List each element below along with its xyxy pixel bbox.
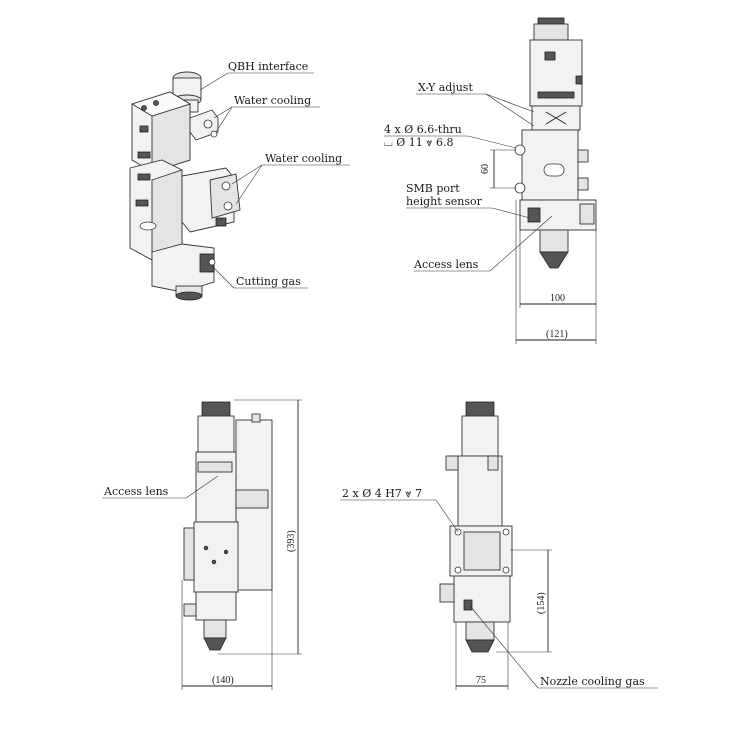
back-annotations: 2 x Ø 4 H7 ⩔ 7 (154) 75 Nozzle cooling g… <box>340 487 658 690</box>
dim-393: (393) <box>286 530 297 552</box>
iso-view <box>129 71 241 301</box>
water-cooling-mid-label: Water cooling <box>265 152 342 165</box>
access-lens-side-label: Access lens <box>103 485 169 498</box>
nozzle-cooling-gas-label: Nozzle cooling gas <box>540 675 645 688</box>
dim-154: (154) <box>536 592 547 614</box>
iso-labels: QBH interface Water cooling Water coolin… <box>199 60 350 289</box>
front-annotations: X-Y adjust 4 x Ø 6.6-thru ⌴ Ø 11 ⩔ 6.8 6… <box>384 81 597 344</box>
water-cooling-top-label: Water cooling <box>234 94 311 107</box>
side-annotations: Access lens (393) (140) <box>102 399 302 690</box>
dim-121: (121) <box>546 329 568 340</box>
front-view <box>514 17 597 269</box>
cutting-gas-label: Cutting gas <box>236 275 301 288</box>
dim-140: (140) <box>212 675 234 686</box>
qbh-interface-label: QBH interface <box>228 60 308 73</box>
smb-port-label: SMB port <box>406 182 460 195</box>
side-view <box>183 401 273 651</box>
back-view <box>439 401 513 653</box>
holes-spec-line1: 4 x Ø 6.6-thru <box>384 123 462 136</box>
dim-60: 60 <box>480 164 491 174</box>
xy-adjust-label: X-Y adjust <box>418 81 473 94</box>
dim-100: 100 <box>550 293 565 304</box>
side-main-block <box>193 521 239 593</box>
pins-spec-label: 2 x Ø 4 H7 ⩔ 7 <box>342 487 422 500</box>
holes-spec-line2: ⌴ Ø 11 ⩔ 6.8 <box>384 136 454 149</box>
access-lens-front-label: Access lens <box>413 258 479 271</box>
height-sensor-label: height sensor <box>406 195 483 208</box>
dim-75: 75 <box>476 675 486 686</box>
iso-lower-housing <box>151 243 215 293</box>
